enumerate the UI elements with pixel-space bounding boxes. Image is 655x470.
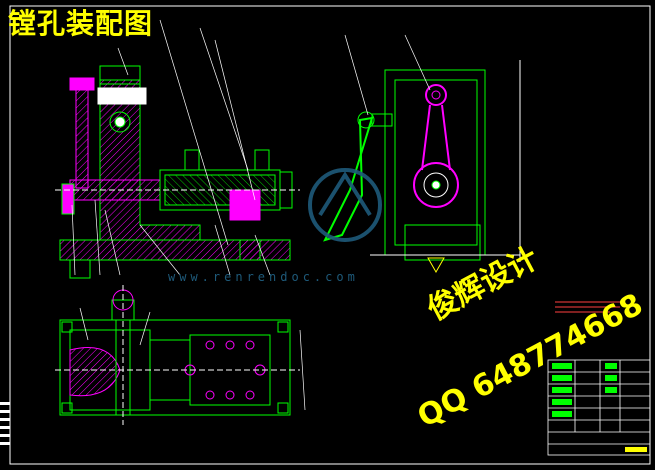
tech-notes [555,301,625,313]
front-view [55,65,300,279]
watermark-url: www.renrendoc.com [168,270,359,284]
drawing-border [9,5,651,465]
watermark-logo [308,168,382,242]
left-grid-marks [0,402,10,445]
side-view-leaders [344,34,431,116]
top-view [55,285,300,425]
drawing-title: 镗孔装配图 [8,7,154,40]
top-view-leaders [79,307,306,411]
title-block [547,359,651,456]
front-view-leaders [71,19,271,276]
